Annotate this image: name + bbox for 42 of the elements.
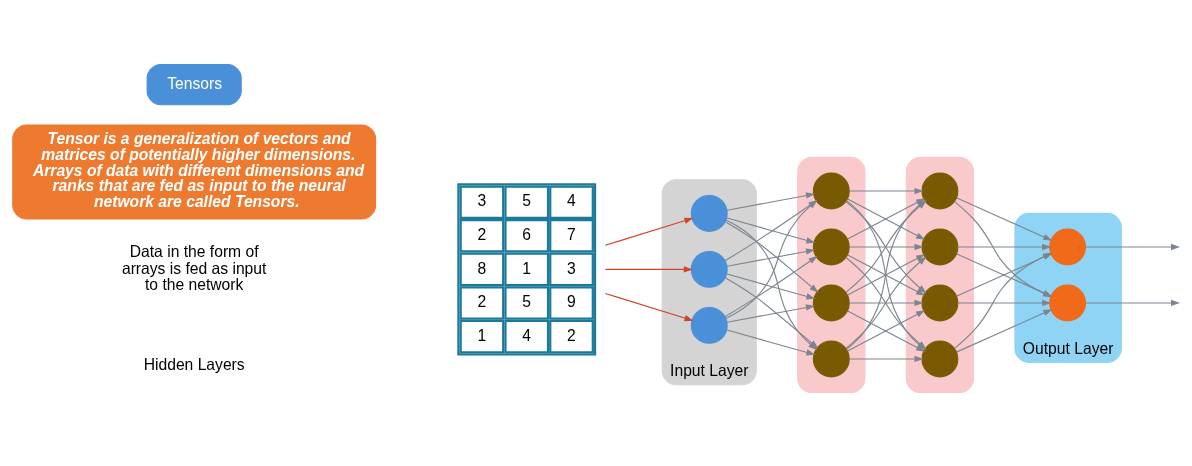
node-circle [1049, 284, 1087, 322]
node-circle [812, 340, 850, 378]
arrow [726, 273, 816, 300]
arrow [848, 187, 924, 195]
arrow [848, 243, 924, 251]
node-circle [812, 284, 850, 322]
cluster [797, 156, 866, 394]
arrow [604, 266, 693, 273]
node-circle [812, 172, 850, 210]
node-circle [921, 172, 959, 210]
arrow [726, 217, 816, 244]
cluster: Output Layer [1014, 212, 1122, 363]
arrow [726, 304, 815, 323]
label: Hidden Layers [143, 355, 245, 373]
arrow [848, 299, 924, 307]
node-circle [690, 306, 728, 344]
node-circle [812, 228, 850, 266]
arrow [604, 217, 694, 246]
arrow [956, 197, 1053, 241]
arrow [847, 254, 926, 296]
arrow [848, 355, 924, 363]
arrow [957, 299, 1052, 307]
arrow [724, 255, 818, 318]
node-circle [690, 194, 728, 232]
node-circle [921, 340, 959, 378]
node-box: Tensors [146, 63, 242, 106]
arrow [724, 221, 819, 293]
node-box: Tensor is a generalization of vectors and matrices of potentially higher dimensions. Arrays of data with different dimensions and ranks that are fed as input to the neural network are called Tensors. [12, 124, 377, 220]
cluster [905, 156, 975, 394]
arrow [956, 309, 1053, 353]
node-circle [1049, 228, 1087, 266]
cluster: Input Layer [661, 179, 757, 386]
node-circle [921, 228, 959, 266]
node-circle [690, 250, 728, 288]
arrow [604, 292, 694, 322]
arrow [1085, 299, 1180, 307]
arrow [726, 248, 815, 267]
node-circle [921, 284, 959, 322]
arrow [957, 243, 1052, 251]
arrow [1085, 243, 1180, 251]
arrow [726, 192, 815, 211]
label: Data in the form of arrays is fed as input to the network [121, 242, 267, 294]
